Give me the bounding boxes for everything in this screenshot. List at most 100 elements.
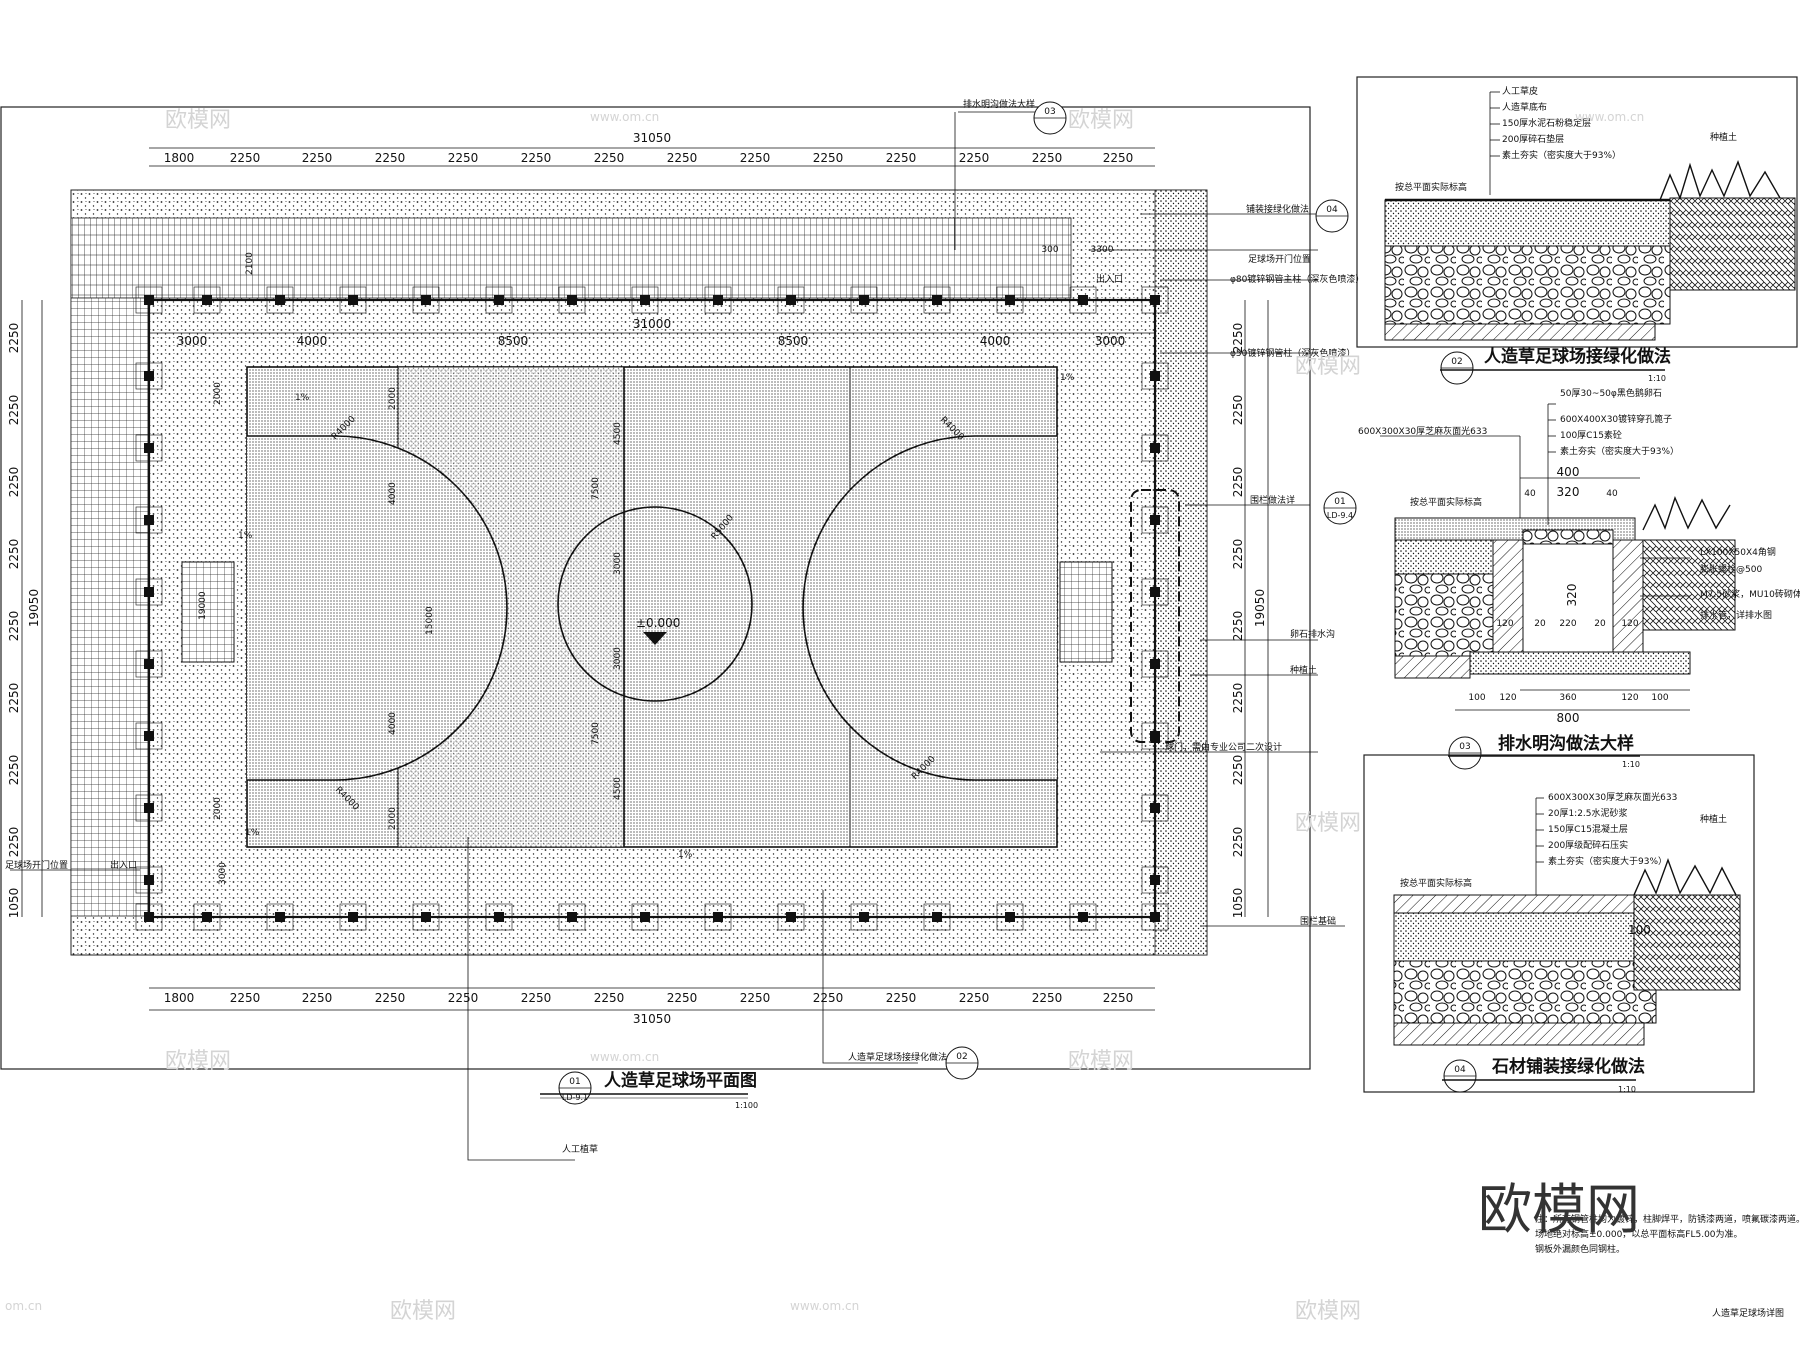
note-line-2: 场地绝对标高±0.000，以总平面标高FL5.00为准。 xyxy=(1535,1228,1743,1240)
watermark-url-2: www.om.cn xyxy=(1575,110,1644,124)
fence-post-bottom-3 xyxy=(348,912,358,922)
detail-03-brick-left xyxy=(1492,539,1524,653)
detail-02-layer-0: 人工草皮 xyxy=(1502,85,1538,97)
detail-04-stone xyxy=(1393,894,1635,914)
fence-post-right-2 xyxy=(1150,515,1160,525)
label-center-level: ±0.000 xyxy=(636,616,680,630)
label-15000: 15000 xyxy=(425,606,435,635)
label-2000-a: 2000 xyxy=(213,382,223,405)
grass-icon xyxy=(1633,857,1737,896)
dim-left-7: 2250 xyxy=(7,827,21,858)
detail-04-num: 04 xyxy=(1454,1065,1466,1075)
fence-post-right-4 xyxy=(1150,659,1160,669)
fence-post-left-4-footing xyxy=(135,650,163,678)
sheet-title: 人造草足球场详图 xyxy=(1712,1307,1784,1319)
plan-frame xyxy=(0,106,1311,1070)
dim-left-8: 1050 xyxy=(7,888,21,919)
label-4000-a: 4000 xyxy=(388,482,398,505)
drain-dashed-outline xyxy=(1130,489,1180,743)
watermark-2: 欧模网 xyxy=(1068,108,1134,133)
dim-top-12: 2250 xyxy=(1032,151,1063,165)
callout-num-04: 04 xyxy=(1326,205,1338,215)
fence-post-left-2 xyxy=(144,515,154,525)
fence-post-left-7 xyxy=(144,875,154,885)
dim-right-4: 2250 xyxy=(1231,611,1245,642)
detail-03-dim-360: 360 xyxy=(1559,693,1576,703)
detail-03-right-4: 排水管，详排水图 xyxy=(1700,609,1772,621)
detail-03-right-3: M7.5砂浆，MU10砖砌体 xyxy=(1700,588,1800,600)
fence-posts xyxy=(135,286,1169,931)
fence-post-bottom-12 xyxy=(1005,912,1015,922)
fence-post-top-9 xyxy=(786,295,796,305)
detail-03-dim-120c: 120 xyxy=(1499,693,1516,703)
label-2100: 2100 xyxy=(245,252,255,275)
detail-03-side-top: 600X300X30厚芝麻灰面光633 xyxy=(1358,425,1487,437)
dim-bottom-3: 2250 xyxy=(375,991,406,1005)
fence-post-bottom-11 xyxy=(932,912,942,922)
drain-band-right xyxy=(1154,189,1208,956)
dim-left-0: 2250 xyxy=(7,323,21,354)
dim-right-6: 2250 xyxy=(1231,755,1245,786)
label-2000-d: 2000 xyxy=(388,807,398,830)
detail-03-right-1: LX100X50X4角钢 xyxy=(1700,546,1776,558)
dim-inner-5: 3000 xyxy=(1095,334,1126,348)
detail-03-base xyxy=(1469,651,1691,675)
dim-bottom-0: 1800 xyxy=(164,991,195,1005)
detail-03-dim-320: 320 xyxy=(1557,485,1580,499)
grass-icon xyxy=(1659,160,1781,201)
label-slope-b: 1% xyxy=(1060,373,1075,383)
goal-right xyxy=(1059,561,1113,663)
label-slope-a: 1% xyxy=(295,393,310,403)
watermark-big: 欧模网 xyxy=(1478,1178,1640,1241)
dim-top-10: 2250 xyxy=(886,151,917,165)
dim-inner-0: 3000 xyxy=(177,334,208,348)
fence-post-top-12-footing xyxy=(996,286,1024,314)
detail-03-gravel-left xyxy=(1394,573,1494,657)
dim-left-6: 2250 xyxy=(7,755,21,786)
dim-right-8: 1050 xyxy=(1231,888,1245,919)
label-2000-b: 2000 xyxy=(213,797,223,820)
fence-post-bottom-13-footing xyxy=(1069,903,1097,931)
fence-post-left-1-footing xyxy=(135,434,163,462)
fence-post-bottom-13 xyxy=(1078,912,1088,922)
fence-post-top-4 xyxy=(421,295,431,305)
note-paving: 铺装接绿化做法 xyxy=(1246,203,1309,215)
fence-post-right-0 xyxy=(1150,371,1160,381)
fence-post-right-4-footing xyxy=(1141,650,1169,678)
detail-03-dim-800: 800 xyxy=(1557,711,1580,725)
dim-left-1: 2250 xyxy=(7,395,21,426)
dim-bottom-7: 2250 xyxy=(667,991,698,1005)
dim-left-4: 2250 xyxy=(7,611,21,642)
fence-post-top-13 xyxy=(1078,295,1088,305)
fence-post-bottom-7 xyxy=(640,912,650,922)
fence-post-bottom-1-footing xyxy=(193,903,221,931)
detail-03-right-2: 膨胀螺栓@500 xyxy=(1700,563,1762,575)
watermark-url-3: www.om.cn xyxy=(590,1050,659,1064)
fence-post-left-3 xyxy=(144,587,154,597)
center-circle xyxy=(557,506,753,702)
fence-post-top-14-footing xyxy=(1141,286,1169,314)
fence-post-bottom-5 xyxy=(494,912,504,922)
detail-04-layer-3: 200厚级配碎石压实 xyxy=(1548,839,1628,851)
dim-top-4: 2250 xyxy=(448,151,479,165)
dim-right-0: 2250 xyxy=(1231,323,1245,354)
detail-03-dim-20a: 20 xyxy=(1534,619,1546,629)
fence-post-right-5 xyxy=(1150,731,1160,741)
fence-post-bottom-14 xyxy=(1150,912,1160,922)
planting-band-left xyxy=(70,297,150,917)
detail-02-title: 人造草足球场接绿化做法 xyxy=(1484,346,1671,367)
note-fence: 围栏做法详 xyxy=(1250,494,1295,506)
detail-04-layer-0: 600X300X30厚芝麻灰面光633 xyxy=(1548,791,1677,803)
dim-top-2: 2250 xyxy=(302,151,333,165)
watermark-url-5: om.cn xyxy=(5,1299,42,1313)
fence-post-bottom-9-footing xyxy=(777,903,805,931)
detail-03-scale: 1:10 xyxy=(1622,760,1640,769)
fence-post-top-0-footing xyxy=(135,286,163,314)
dim-total-top: 31050 xyxy=(633,131,671,145)
dim-left-5: 2250 xyxy=(7,683,21,714)
note-door-pos: 足球场开门位置 xyxy=(1248,253,1311,265)
detail-03-brick-right xyxy=(1612,539,1644,653)
dims-right-col: 2250 2250 2250 2250 2250 2250 2250 2250 … xyxy=(1231,323,1245,919)
dim-bottom-5: 2250 xyxy=(521,991,552,1005)
fence-post-top-11-footing xyxy=(923,286,951,314)
